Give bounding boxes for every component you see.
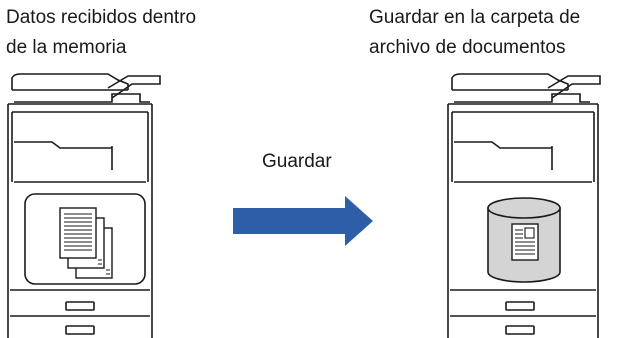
target-caption: Guardar en la carpeta de archivo de docu… <box>369 3 580 63</box>
source-caption-line-1: Datos recibidos dentro <box>6 7 197 28</box>
action-label: Guardar <box>262 151 332 172</box>
source-caption: Datos recibidos dentro de la memoria <box>6 3 196 63</box>
target-caption-line-2: archivo de documentos <box>369 37 566 58</box>
target-caption-line-1: Guardar en la carpeta de <box>369 7 581 28</box>
source-caption-line-2: de la memoria <box>6 37 127 58</box>
